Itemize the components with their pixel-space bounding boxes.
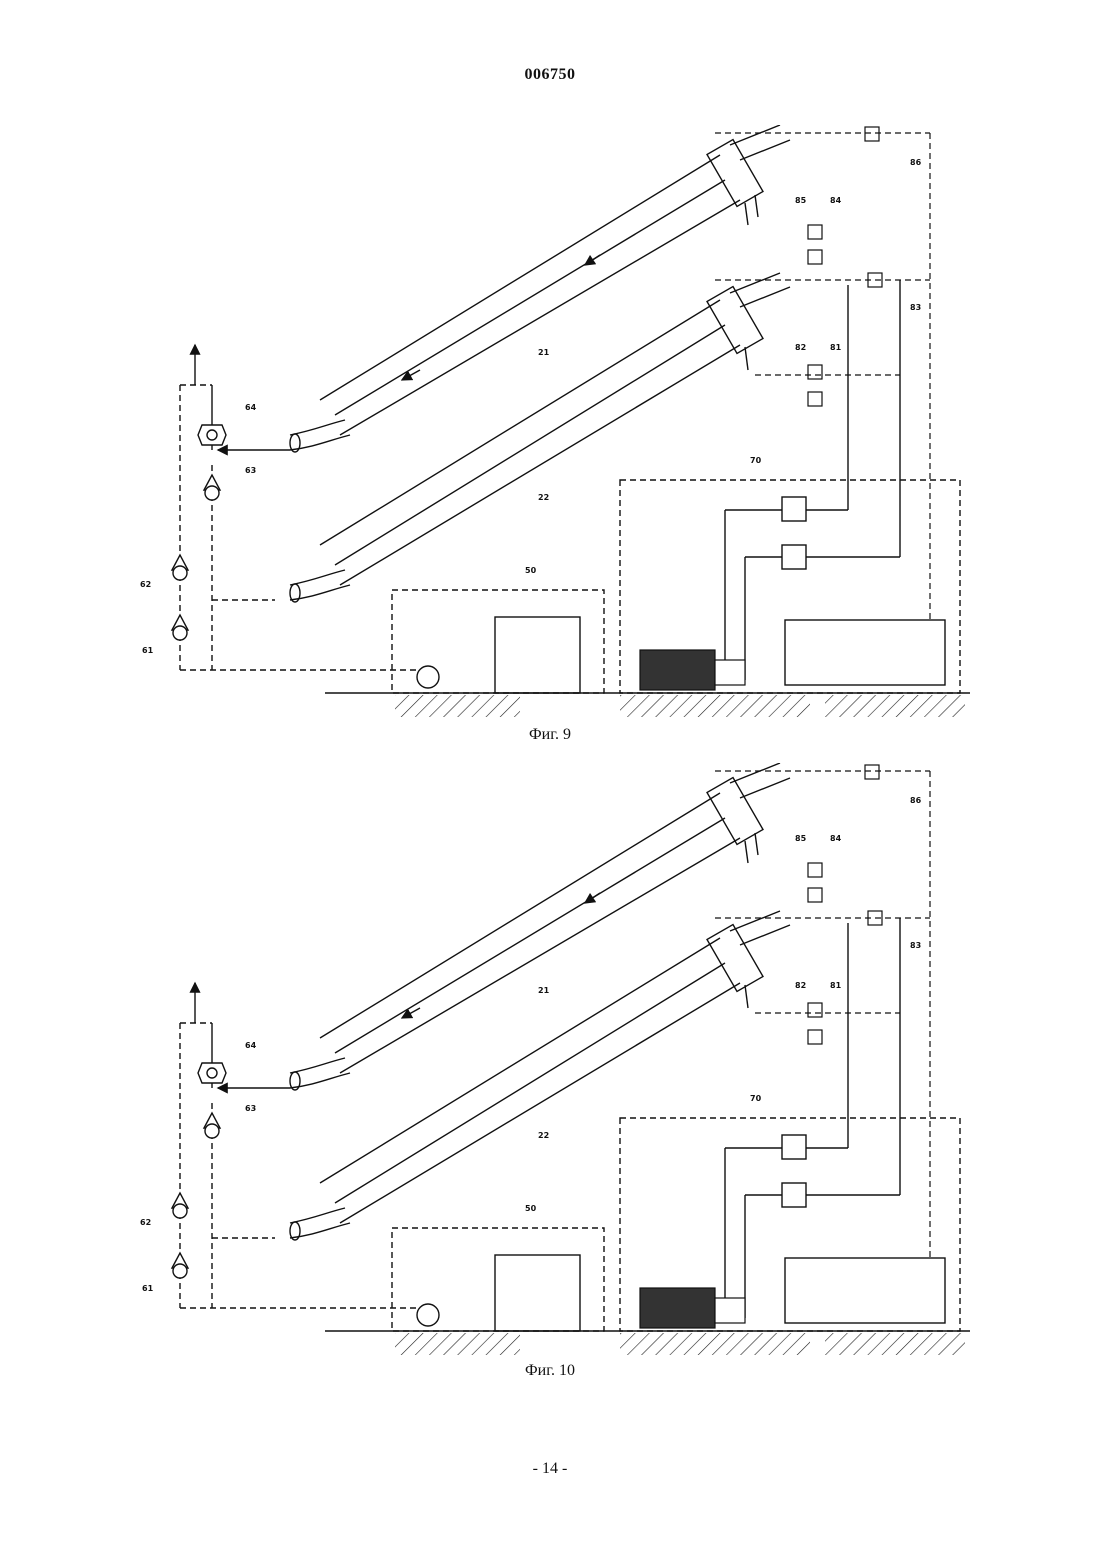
control-unit-70 (620, 918, 960, 1331)
label-82: 82 (795, 343, 806, 352)
filter-64 (198, 425, 226, 445)
figure-9-caption: Фиг. 9 (0, 726, 1100, 744)
ground-line (325, 1331, 970, 1355)
label-70: 70 (750, 456, 762, 465)
label-86: 86 (910, 158, 922, 167)
label-81: 81 (830, 981, 842, 990)
tank-unit-50 (392, 590, 604, 693)
outlet-piping (180, 983, 420, 1308)
label-61: 61 (142, 646, 154, 655)
label-81: 81 (830, 343, 842, 352)
label-61: 61 (142, 1284, 154, 1293)
outlet-piping (180, 345, 420, 670)
valve-63 (204, 475, 220, 500)
schematic-drawing: 21 22 50 61 62 63 64 70 81 82 83 84 85 8… (130, 125, 980, 725)
label-63: 63 (245, 1104, 256, 1113)
label-85: 85 (795, 196, 807, 205)
label-63: 63 (245, 466, 256, 475)
valve-62 (172, 1193, 188, 1218)
valve-61 (172, 1253, 188, 1278)
label-64: 64 (245, 1041, 257, 1050)
sensor-group (808, 765, 882, 1044)
label-21: 21 (538, 348, 550, 357)
figure-9: 21 22 50 61 62 63 64 70 81 82 83 84 85 8… (130, 125, 980, 725)
label-50: 50 (525, 1204, 537, 1213)
sensor-group (808, 127, 882, 406)
valve-61 (172, 615, 188, 640)
ground-line (325, 693, 970, 717)
page-number: - 14 - (0, 1460, 1100, 1478)
label-22: 22 (538, 493, 549, 502)
label-82: 82 (795, 981, 806, 990)
label-85: 85 (795, 834, 807, 843)
document-header-number: 006750 (0, 66, 1100, 84)
tube-22 (290, 273, 790, 602)
label-64: 64 (245, 403, 257, 412)
label-83: 83 (910, 303, 921, 312)
figure-10-caption: Фиг. 10 (0, 1362, 1100, 1380)
label-83: 83 (910, 941, 921, 950)
label-50: 50 (525, 566, 537, 575)
valve-63 (204, 1113, 220, 1138)
valve-62 (172, 555, 188, 580)
tank-unit-50 (392, 1228, 604, 1331)
label-21: 21 (538, 986, 550, 995)
tube-21 (290, 763, 790, 1090)
figure-10: 21 22 50 61 62 63 64 70 81 82 83 84 85 8… (130, 763, 980, 1363)
pump-motor (640, 1288, 745, 1328)
label-84: 84 (830, 196, 842, 205)
tube-21 (290, 125, 790, 452)
label-86: 86 (910, 796, 922, 805)
tube-22 (290, 911, 790, 1240)
schematic-drawing: 21 22 50 61 62 63 64 70 81 82 83 84 85 8… (130, 763, 980, 1363)
label-62: 62 (140, 1218, 151, 1227)
label-84: 84 (830, 834, 842, 843)
filter-64 (198, 1063, 226, 1083)
pump-motor (640, 650, 745, 690)
label-62: 62 (140, 580, 151, 589)
label-70: 70 (750, 1094, 762, 1103)
label-22: 22 (538, 1131, 549, 1140)
control-unit-70 (620, 280, 960, 693)
